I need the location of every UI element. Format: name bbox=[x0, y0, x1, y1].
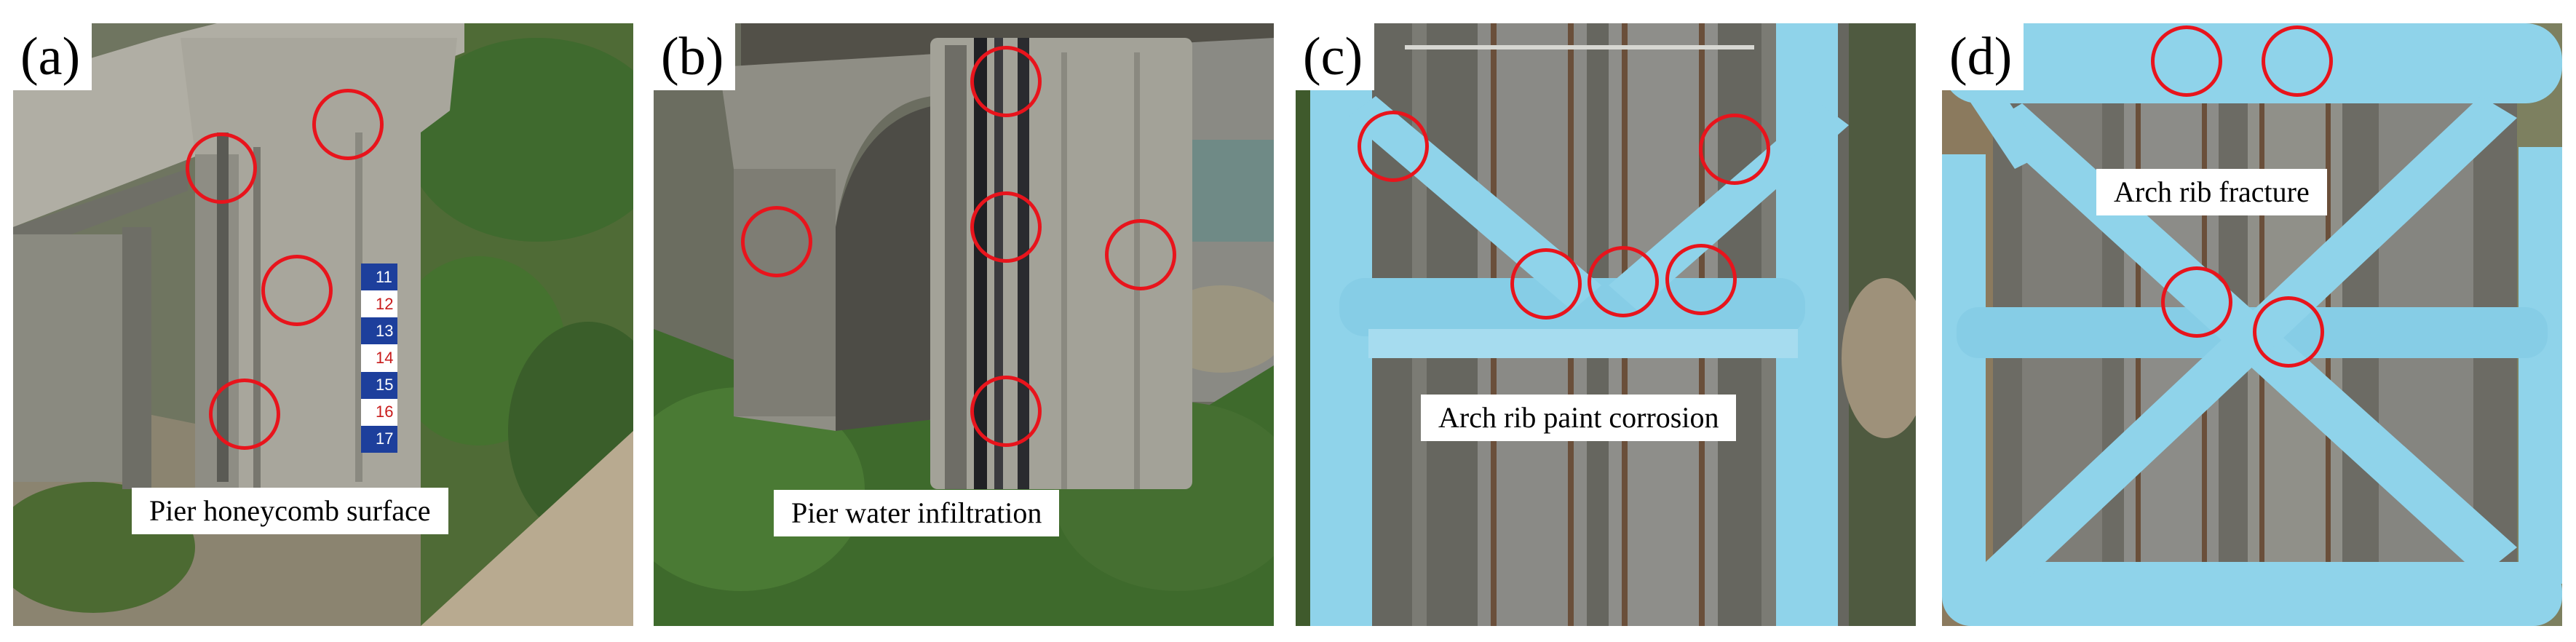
panel-caption: Pier water infiltration bbox=[774, 490, 1060, 536]
defect-marker bbox=[186, 132, 257, 204]
defect-marker bbox=[741, 206, 812, 277]
gauge-mark: 11 bbox=[361, 263, 397, 291]
defect-marker bbox=[2253, 296, 2324, 368]
panel-caption: Pier honeycomb surface bbox=[132, 488, 448, 534]
pier-infiltration-photo bbox=[654, 23, 1274, 626]
panel-label: (a) bbox=[13, 23, 92, 90]
gauge-mark: 17 bbox=[361, 425, 397, 453]
defect-marker bbox=[1665, 244, 1737, 315]
panel-label: (b) bbox=[654, 23, 736, 90]
defect-marker bbox=[2151, 25, 2222, 97]
defect-marker bbox=[1699, 114, 1770, 185]
defect-marker bbox=[1510, 248, 1582, 320]
panel-b: (b) Pier water infiltration bbox=[654, 23, 1274, 626]
gauge-mark: 12 bbox=[361, 290, 397, 318]
water-level-gauge: 11 12 13 14 15 16 17 bbox=[361, 263, 397, 453]
arch-rib-fracture-photo bbox=[1942, 23, 2562, 626]
panel-label: (c) bbox=[1296, 23, 1375, 90]
defect-marker bbox=[209, 379, 280, 450]
gauge-mark: 14 bbox=[361, 344, 397, 372]
defect-marker bbox=[312, 89, 384, 160]
defect-marker bbox=[1358, 111, 1429, 182]
defect-marker bbox=[1105, 219, 1176, 290]
gauge-mark: 15 bbox=[361, 371, 397, 399]
defect-marker bbox=[2161, 266, 2232, 338]
gauge-mark: 16 bbox=[361, 398, 397, 426]
panel-a: 11 12 13 14 15 16 17 (a) Pier honeycomb … bbox=[13, 23, 633, 626]
defect-marker bbox=[1588, 246, 1659, 317]
defect-marker bbox=[970, 376, 1042, 447]
defect-marker bbox=[261, 255, 333, 326]
panel-c: (c) Arch rib paint corrosion bbox=[1296, 23, 1916, 626]
gauge-mark: 13 bbox=[361, 317, 397, 345]
defect-marker bbox=[970, 46, 1042, 117]
panel-d: (d) Arch rib fracture bbox=[1942, 23, 2562, 626]
panel-caption: Arch rib paint corrosion bbox=[1421, 395, 1737, 441]
panel-label: (d) bbox=[1942, 23, 2024, 90]
panel-caption: Arch rib fracture bbox=[2096, 169, 2327, 215]
defect-marker bbox=[2262, 25, 2333, 97]
defect-marker bbox=[970, 191, 1042, 263]
